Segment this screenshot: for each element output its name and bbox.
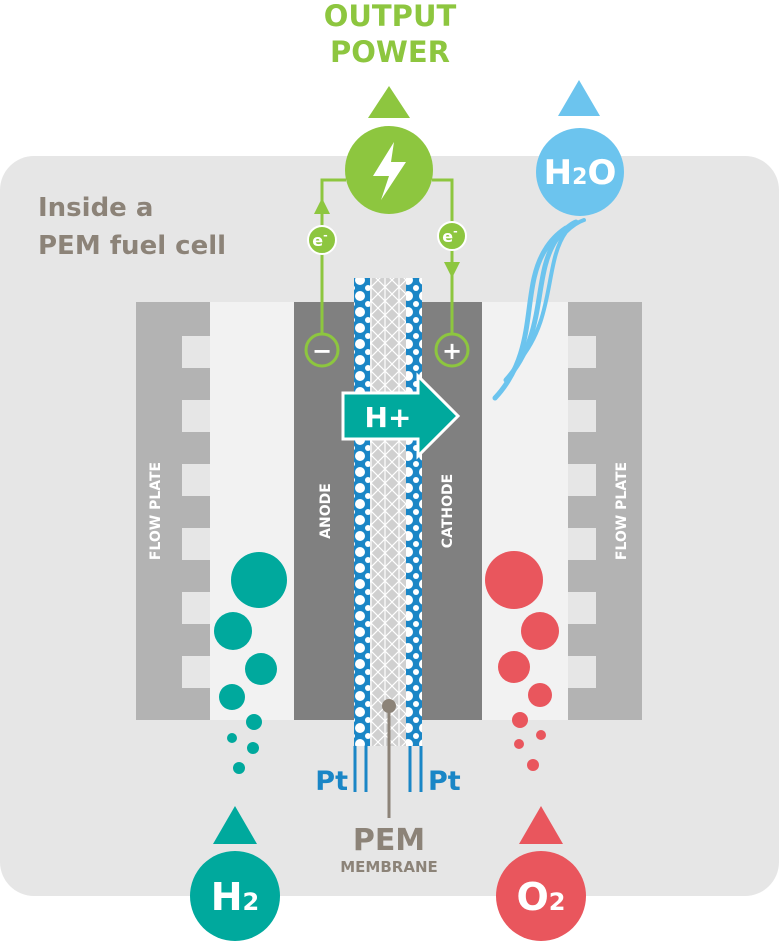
flow-plate-left xyxy=(136,302,210,720)
oxygen-bubble xyxy=(512,712,528,728)
oxygen-bubble xyxy=(521,612,559,650)
panel-title-line1: Inside a xyxy=(38,193,153,223)
hydrogen-subscript: 2 xyxy=(243,888,260,916)
electron-right-sup: - xyxy=(453,225,458,238)
water-label: H2O xyxy=(544,153,617,193)
electron-left-label: e- xyxy=(312,229,327,250)
triangle-up-icon xyxy=(368,86,410,118)
flow-plate-left-label: FLOW PLATE xyxy=(148,462,164,560)
electron-bubble-right xyxy=(437,221,467,251)
positive-terminal-label: + xyxy=(442,337,462,365)
hydrogen-bubble xyxy=(214,612,252,650)
circuit-wire-right xyxy=(432,178,454,336)
flow-plate-right xyxy=(568,302,642,720)
circuit-wire-left xyxy=(320,178,346,336)
pt-layer-right xyxy=(406,278,422,746)
pt-layer-left xyxy=(354,278,370,746)
hydrogen-bubble xyxy=(231,552,287,608)
triangle-up-icon xyxy=(519,806,563,844)
anode xyxy=(294,302,354,720)
electron-flow-arrow-up xyxy=(314,198,330,214)
gas-channel-right xyxy=(482,302,568,720)
negative-terminal xyxy=(304,332,340,368)
pem-membrane xyxy=(370,278,406,746)
panel-title-line2: PEM fuel cell xyxy=(38,231,226,261)
oxygen-bubble xyxy=(527,759,539,771)
oxygen-molecule xyxy=(496,851,586,941)
proton-label: H+ xyxy=(365,401,412,434)
cathode xyxy=(422,302,482,720)
output-label-line2: POWER xyxy=(330,35,450,69)
triangle-up-icon xyxy=(558,80,600,116)
electron-bubble-left xyxy=(307,225,337,255)
water-vapor-stream xyxy=(516,218,586,364)
oxygen-bubble xyxy=(498,651,530,683)
electron-left-sup: - xyxy=(323,229,328,242)
oxygen-subscript: 2 xyxy=(549,888,566,916)
water-molecule xyxy=(536,128,624,216)
hydrogen-bubble xyxy=(245,653,277,685)
cathode-label: CATHODE xyxy=(440,474,456,548)
hydrogen-bubble xyxy=(233,762,245,774)
oxygen-bubble xyxy=(528,683,552,707)
pem-label: PEM xyxy=(353,823,425,858)
oxygen-label: O2 xyxy=(516,875,565,919)
hydrogen-bubble xyxy=(246,714,262,730)
hydrogen-bubble xyxy=(227,733,237,743)
water-vapor-stream xyxy=(503,219,579,383)
gas-channel-left xyxy=(210,302,294,720)
membrane-label: MEMBRANE xyxy=(340,858,438,876)
anode-label: ANODE xyxy=(318,483,334,539)
electron-right-label: e- xyxy=(442,225,457,246)
hydrogen-bubble xyxy=(219,684,245,710)
triangle-up-icon xyxy=(213,806,257,844)
output-label-line1: OUTPUT xyxy=(324,0,457,33)
oxygen-bubble xyxy=(536,730,546,740)
pt-label-left: Pt xyxy=(315,766,348,797)
water-subscript: 2 xyxy=(572,165,587,190)
hydrogen-bubble xyxy=(247,742,259,754)
oxygen-bubble xyxy=(485,551,543,609)
hydrogen-molecule xyxy=(190,851,280,941)
lightning-bolt-icon xyxy=(373,142,406,200)
positive-terminal xyxy=(434,332,470,368)
water-tail: O xyxy=(587,153,616,193)
pt-label-right: Pt xyxy=(428,766,461,797)
flow-plate-right-label: FLOW PLATE xyxy=(614,462,630,560)
oxygen-bubble xyxy=(514,739,524,749)
hydrogen-label: H2 xyxy=(211,875,260,919)
pem-pointer-dot xyxy=(382,699,396,713)
electron-flow-arrow-down xyxy=(444,262,460,278)
negative-terminal-label: − xyxy=(312,337,332,365)
proton-arrow xyxy=(341,372,461,460)
